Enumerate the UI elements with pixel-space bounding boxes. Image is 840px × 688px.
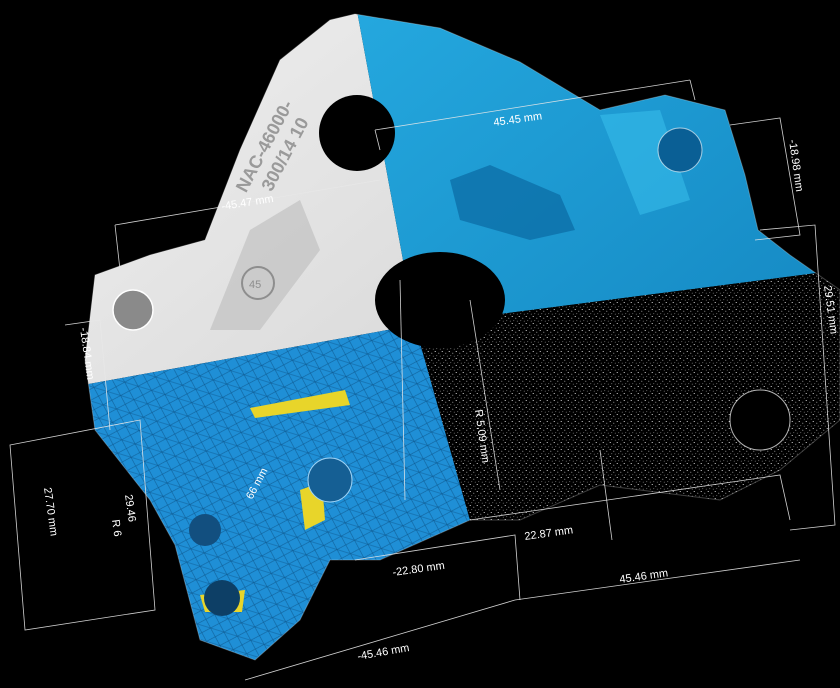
- emblem-text: 45: [249, 279, 261, 291]
- bore-hole-lower-left: [189, 514, 221, 546]
- bore-holes: [112, 95, 791, 616]
- engraved-emblem: 45: [241, 266, 275, 300]
- bore-hole-bottom: [204, 580, 240, 616]
- dim-label-29-46: 29.46: [122, 494, 138, 523]
- dimension-lines: [9, 79, 836, 681]
- bore-hole-right: [657, 127, 703, 173]
- bore-hole-top: [319, 95, 395, 171]
- dim-label-r-6: R 6: [109, 519, 123, 538]
- bore-hole-mesh: [307, 457, 353, 503]
- bore-hole-left: [112, 289, 154, 331]
- bore-hole-pointcloud: [729, 389, 791, 451]
- bore-hole-center: [375, 252, 505, 348]
- emblem-ring: [241, 266, 275, 300]
